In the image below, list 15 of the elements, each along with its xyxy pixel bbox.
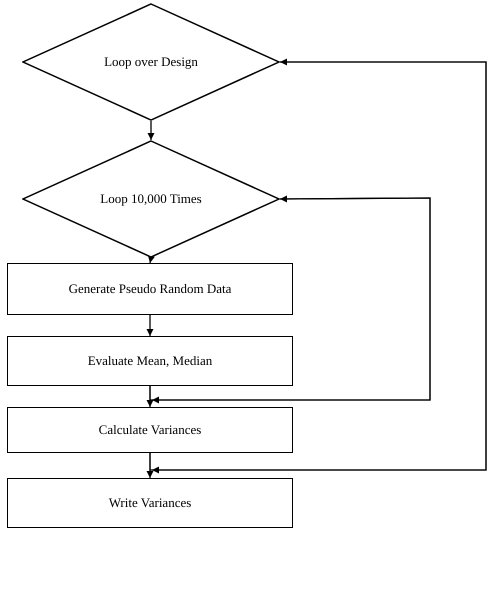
arrow (148, 255, 155, 264)
node-label: Evaluate Mean, Median (88, 353, 212, 369)
node-label: Generate Pseudo Random Data (68, 281, 232, 297)
process-box (7, 478, 293, 528)
decision-diamond (22, 140, 280, 258)
node-label: Loop 10,000 Times (100, 191, 202, 207)
arrow (146, 315, 154, 336)
process-box (7, 407, 293, 453)
node-label: Loop over Design (104, 54, 198, 70)
arrow (148, 121, 154, 140)
process-box (7, 336, 293, 386)
node-label: Write Variances (108, 495, 192, 511)
node-label: Calculate Variances (98, 422, 202, 438)
process-box (7, 263, 293, 315)
decision-diamond (22, 3, 280, 121)
